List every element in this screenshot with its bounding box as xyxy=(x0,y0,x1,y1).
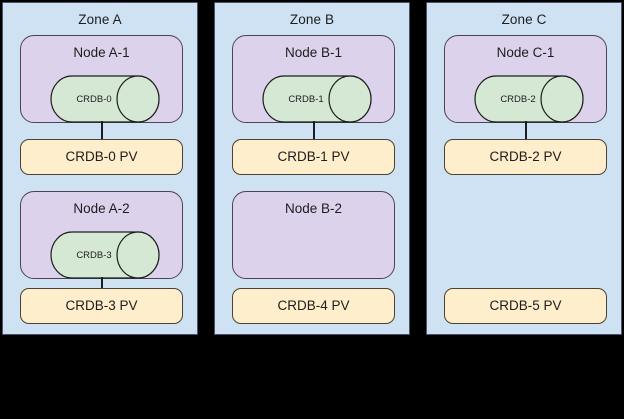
volume-crdb-4-pv[interactable]: CRDB-4 PV xyxy=(232,288,395,324)
zone-c[interactable]: Zone C Node C-1 CRDB-2 CRDB-2 PV CRDB-5 … xyxy=(426,2,622,335)
volume-crdb-3-pv[interactable]: CRDB-3 PV xyxy=(20,288,183,324)
node-a-1-title: Node A-1 xyxy=(73,45,130,60)
node-c-1-title: Node C-1 xyxy=(496,45,555,60)
database-crdb-1[interactable]: CRDB-1 xyxy=(262,75,372,123)
connector-crdb-0 xyxy=(101,121,103,140)
volume-crdb-5-pv-label: CRDB-5 PV xyxy=(489,298,562,313)
connector-crdb-2 xyxy=(525,121,527,140)
volume-crdb-1-pv[interactable]: CRDB-1 PV xyxy=(232,139,395,175)
zone-a-title: Zone A xyxy=(78,12,122,27)
volume-crdb-3-pv-label: CRDB-3 PV xyxy=(65,298,138,313)
zone-b-title: Zone B xyxy=(289,12,335,27)
volume-crdb-0-pv-label: CRDB-0 PV xyxy=(65,149,138,164)
node-b-2-title: Node B-2 xyxy=(284,201,343,216)
node-a-2-title: Node A-2 xyxy=(73,201,130,216)
volume-crdb-0-pv[interactable]: CRDB-0 PV xyxy=(20,139,183,175)
volume-crdb-5-pv[interactable]: CRDB-5 PV xyxy=(444,288,607,324)
database-crdb-0[interactable]: CRDB-0 xyxy=(50,75,160,123)
volume-crdb-4-pv-label: CRDB-4 PV xyxy=(277,298,350,313)
volume-crdb-1-pv-label: CRDB-1 PV xyxy=(277,149,350,164)
node-b-1-title: Node B-1 xyxy=(284,45,343,60)
connector-crdb-1 xyxy=(313,121,315,140)
volume-crdb-2-pv-label: CRDB-2 PV xyxy=(489,149,562,164)
zone-b[interactable]: Zone B Node B-1 CRDB-1 CRDB-1 PV Node B-… xyxy=(214,2,410,335)
node-b-2[interactable]: Node B-2 xyxy=(232,191,395,279)
database-crdb-3[interactable]: CRDB-3 xyxy=(50,231,160,279)
volume-crdb-2-pv[interactable]: CRDB-2 PV xyxy=(444,139,607,175)
zone-a[interactable]: Zone A Node A-1 CRDB-0 CRDB-0 PV Node A-… xyxy=(2,2,198,335)
zone-c-title: Zone C xyxy=(501,12,547,27)
database-crdb-2[interactable]: CRDB-2 xyxy=(474,75,584,123)
connector-crdb-3 xyxy=(101,277,103,296)
